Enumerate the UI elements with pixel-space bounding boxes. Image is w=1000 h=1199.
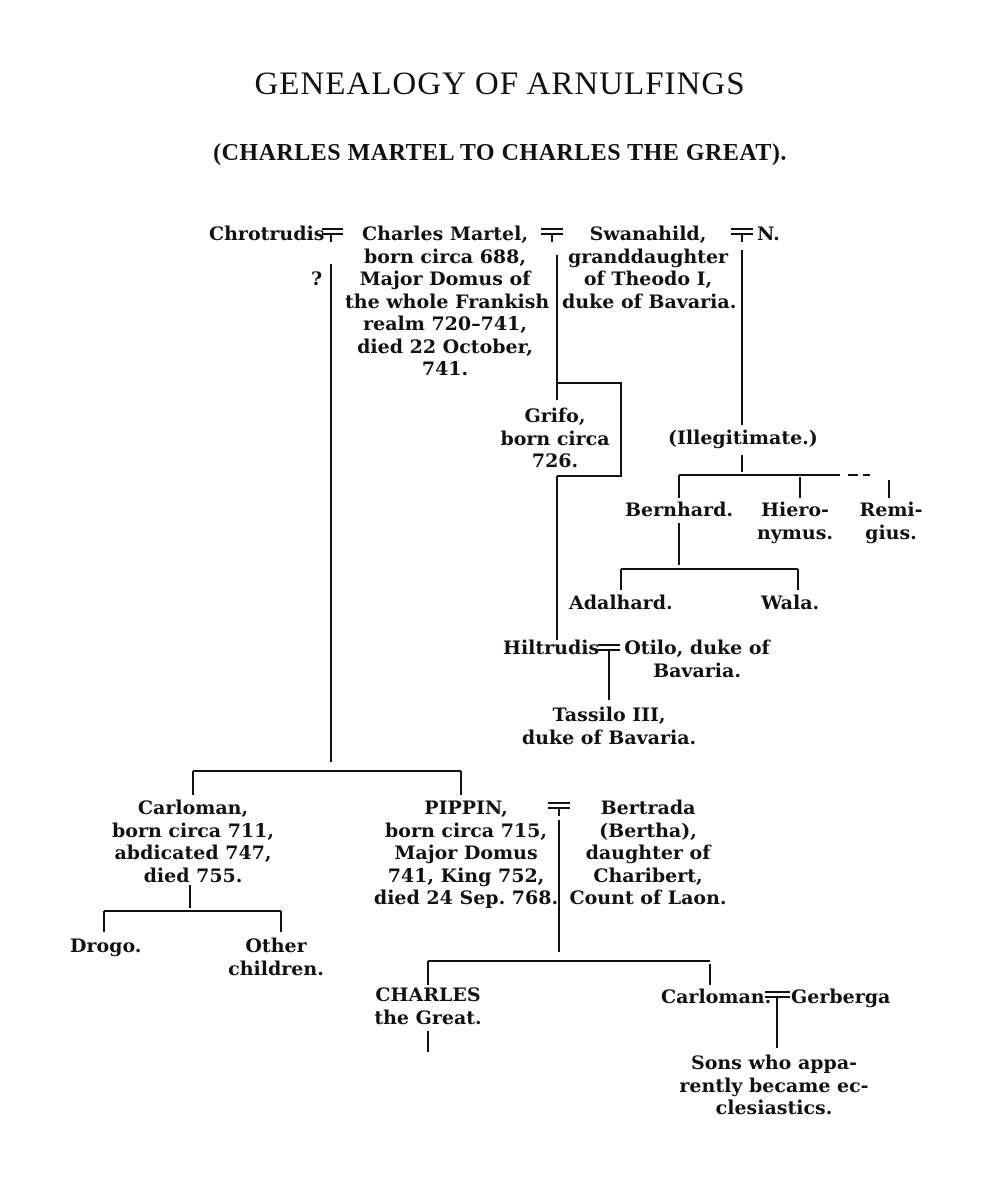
person-drogo: Drogo. — [70, 935, 142, 957]
marriage-symbol-charles-swanahild — [541, 228, 563, 242]
person-otilo: Otilo, duke of Bavaria. — [624, 637, 770, 682]
person-chrotrudis: Chrotrudis — [209, 223, 325, 245]
person-tassilo: Tassilo III, duke of Bavaria. — [521, 704, 697, 749]
person-remigius: Remi- gius. — [859, 499, 923, 544]
person-hiltrudis: Hiltrudis — [503, 637, 600, 659]
diagram-subtitle: (CHARLES MARTEL TO CHARLES THE GREAT). — [213, 140, 787, 166]
person-swanahild: Swanahild, granddaughter of Theodo I, du… — [562, 223, 737, 313]
person-bertrada: Bertrada (Bertha), daughter of Charibert… — [569, 797, 727, 909]
person-bernhard: Bernhard. — [625, 499, 734, 521]
person-sons-ecclesiastics: Sons who appa- rently became ec- clesias… — [679, 1052, 869, 1119]
person-carloman-younger: Carloman. — [661, 986, 772, 1008]
uncertain-mark: ? — [311, 268, 323, 290]
person-gerberga: Gerberga — [791, 986, 891, 1008]
person-adalhard: Adalhard. — [569, 592, 673, 614]
person-carloman-elder: Carloman, born circa 711, abdicated 747,… — [112, 797, 274, 887]
marriage-symbol-carloman-gerberga — [765, 991, 790, 1005]
label-illegitimate: (Illegitimate.) — [668, 427, 818, 449]
marriage-symbol-charles-n — [731, 228, 753, 242]
person-grifo: Grifo, born circa 726. — [500, 405, 610, 472]
marriage-symbol-pippin-bertrada — [548, 802, 570, 816]
marriage-symbol-chrotrudis-charles — [322, 228, 343, 242]
person-wala: Wala. — [761, 592, 820, 614]
marriage-symbol-hiltrudis-otilo — [598, 644, 620, 658]
person-charles-martel: Charles Martel, born circa 688, Major Do… — [345, 223, 550, 380]
person-hieronymus: Hiero- nymus. — [756, 499, 834, 544]
person-n: N. — [757, 223, 780, 245]
diagram-title: GENEALOGY OF ARNULFINGS — [254, 66, 746, 102]
person-pippin: PIPPIN, born circa 715, Major Domus 741,… — [373, 797, 559, 909]
person-other-children: Other children. — [228, 935, 324, 980]
person-charles-the-great: CHARLES the Great. — [374, 984, 482, 1029]
